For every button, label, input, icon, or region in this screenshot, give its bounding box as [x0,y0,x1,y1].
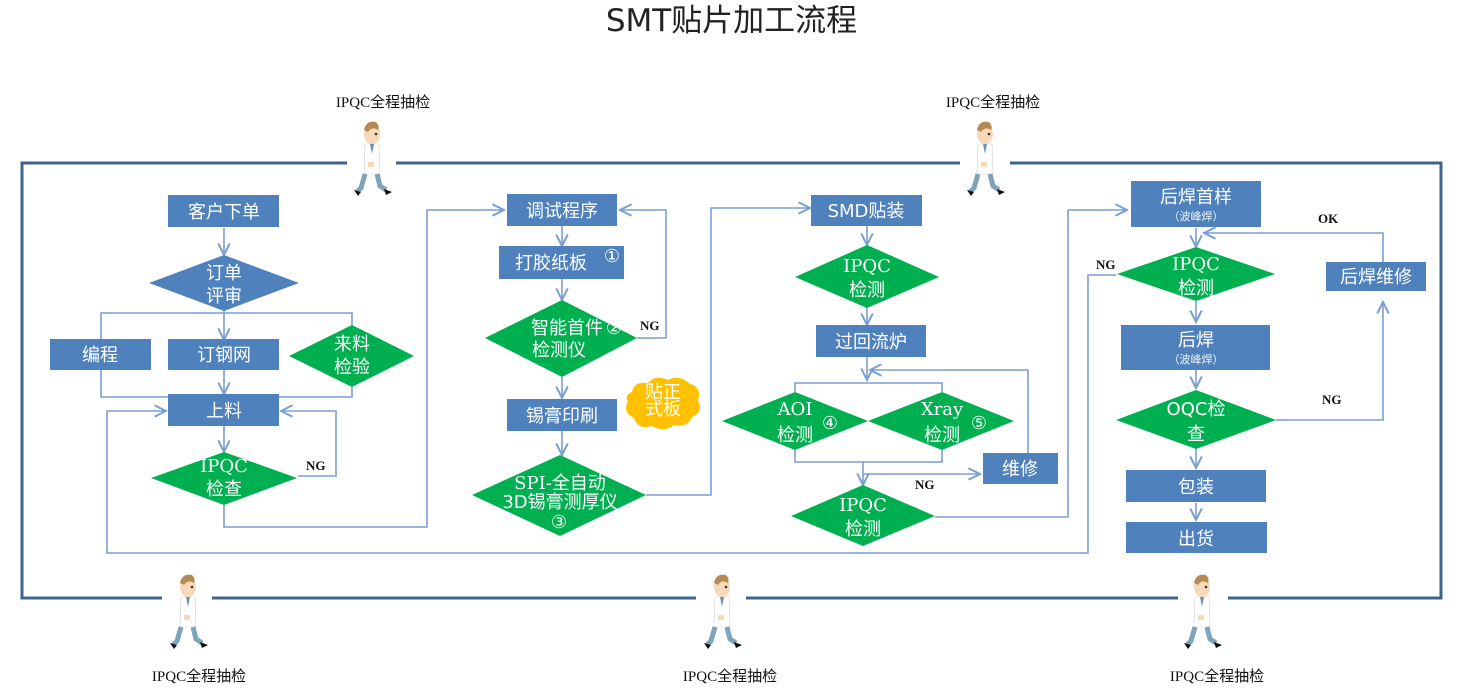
inspector-bottom-right: IPQC全程抽检 [1170,575,1264,685]
node-post-weld: 后焊 （波峰焊） [1121,325,1270,370]
svg-text:IPQC: IPQC [839,495,887,516]
inspector-label: IPQC全程抽检 [1170,667,1264,685]
svg-text:检测: 检测 [1178,278,1214,299]
node-customer-order: 客户下单 [168,195,279,227]
node-incoming-inspection: 来料 检验 [289,325,414,387]
svg-text:打胶纸板: 打胶纸板 [515,253,587,274]
svg-text:OQC检: OQC检 [1167,399,1226,420]
inspector-person-icon [1184,575,1222,649]
node-spi-tester: SPI-全自动 3D锡膏测厚仪 ③ [472,455,646,536]
svg-text:③: ③ [551,512,567,533]
svg-text:过回流炉: 过回流炉 [835,332,907,353]
svg-text:IPQC: IPQC [200,456,248,477]
node-ipqc-inspect-3: IPQC 检测 [1117,247,1275,301]
svg-text:式板: 式板 [645,399,681,420]
node-shipping: 出货 [1126,522,1267,553]
svg-text:锡膏印刷: 锡膏印刷 [526,405,598,427]
note-production-board: 贴正 式板 [626,377,700,430]
svg-text:贴正: 贴正 [645,382,681,403]
svg-text:AOI: AOI [777,399,813,420]
svg-text:查: 查 [1187,424,1205,445]
node-solder-paste-printing: 锡膏印刷 [507,399,617,431]
node-ipqc-inspect-1: IPQC 检测 [795,245,939,308]
svg-text:上料: 上料 [206,401,242,422]
svg-text:检查: 检查 [206,479,242,500]
node-oqc-check: OQC检 查 [1116,390,1276,449]
node-post-weld-first-sample: 后焊首样 （波峰焊） [1131,181,1261,227]
svg-text:SMD贴装: SMD贴装 [828,201,905,222]
node-programming: 编程 [50,339,151,370]
node-packing: 包装 [1126,470,1266,502]
node-order-review: 订单 评审 [149,255,299,311]
svg-text:3D锡膏测厚仪: 3D锡膏测厚仪 [502,491,617,513]
ok-label: OK [1318,211,1339,226]
inspector-top-right: IPQC全程抽检 [946,93,1040,196]
svg-text:维修: 维修 [1002,459,1038,480]
node-stencil-order: 订钢网 [168,339,279,370]
svg-text:后焊: 后焊 [1178,330,1214,351]
ng-label: NG [640,318,660,333]
svg-text:④: ④ [822,413,838,434]
node-xray-inspect: Xray 检测 ⑤ [868,392,1014,450]
svg-text:后焊首样: 后焊首样 [1160,187,1232,208]
svg-text:智能首件: 智能首件 [531,318,603,339]
node-aoi-inspect: AOI 检测 ④ [722,392,868,450]
svg-text:IPQC: IPQC [843,256,891,277]
svg-text:客户下单: 客户下单 [188,202,260,223]
svg-text:Xray: Xray [921,399,964,420]
inspector-person-icon [354,122,392,196]
node-debug-program: 调试程序 [507,194,617,226]
inspector-person-icon [967,122,1005,196]
svg-text:包装: 包装 [1178,477,1214,498]
svg-text:出货: 出货 [1178,529,1214,550]
svg-text:来料: 来料 [334,334,370,355]
inspector-label: IPQC全程抽检 [152,667,246,685]
svg-text:（波峰焊）: （波峰焊） [1169,209,1224,223]
svg-text:订钢网: 订钢网 [197,345,251,366]
svg-text:（波峰焊）: （波峰焊） [1169,352,1224,366]
svg-text:检测仪: 检测仪 [532,340,586,361]
inspector-label: IPQC全程抽检 [336,93,430,111]
inspector-person-icon [170,575,208,649]
node-loading: 上料 [168,394,279,426]
svg-text:⑤: ⑤ [971,413,987,434]
svg-text:检测: 检测 [777,425,813,446]
svg-text:检测: 检测 [924,425,960,446]
svg-text:①: ① [604,246,620,267]
node-smd-placement: SMD贴装 [811,195,922,226]
node-glue-board: 打胶纸板 ① [499,246,624,279]
svg-text:检测: 检测 [849,280,885,301]
outer-frame [20,161,1443,600]
inspector-label: IPQC全程抽检 [946,93,1040,111]
page-title: SMT贴片加工流程 [605,3,858,39]
ng-label: NG [1096,257,1116,272]
svg-text:调试程序: 调试程序 [526,201,598,222]
inspector-top-left: IPQC全程抽检 [336,93,430,196]
node-reflow-oven: 过回流炉 [816,325,926,357]
svg-text:后焊维修: 后焊维修 [1340,267,1412,288]
node-ipqc-inspect-2: IPQC 检测 [791,485,935,546]
inspector-label: IPQC全程抽检 [683,667,777,685]
svg-text:检验: 检验 [334,357,370,378]
ng-label: NG [306,458,326,473]
node-ipqc-check-1: IPQC 检查 [151,452,297,505]
svg-text:订单: 订单 [206,263,242,284]
svg-text:SPI-全自动: SPI-全自动 [514,473,606,494]
svg-text:编程: 编程 [82,345,118,366]
inspector-bottom-left: IPQC全程抽检 [152,575,246,685]
ng-label: NG [915,477,935,492]
node-post-weld-rework: 后焊维修 [1326,262,1426,291]
node-repair: 维修 [983,453,1058,484]
svg-text:②: ② [606,318,622,339]
node-first-article-tester: 智能首件 检测仪 ② [485,300,637,377]
ng-label: NG [1322,392,1342,407]
inspector-bottom-mid: IPQC全程抽检 [683,575,777,685]
svg-text:检测: 检测 [845,519,881,540]
connectors [100,208,1383,554]
svg-text:评审: 评审 [206,286,242,307]
svg-text:IPQC: IPQC [1172,254,1220,275]
inspector-person-icon [704,575,742,649]
